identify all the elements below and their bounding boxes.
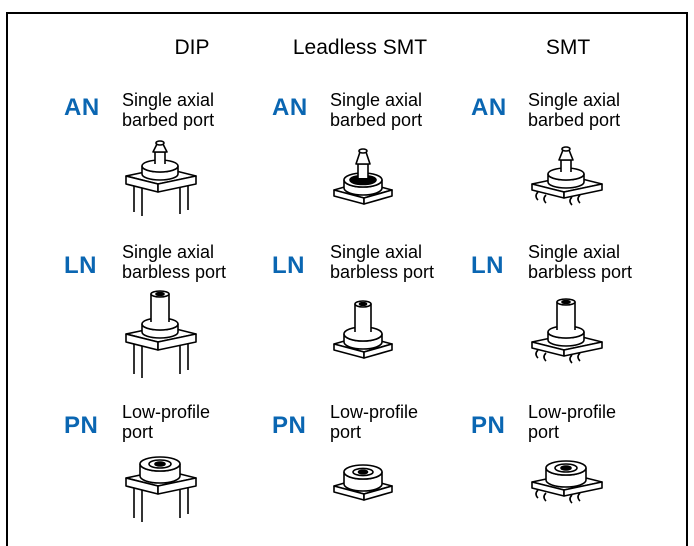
label-pn-smt: Low-profile port [528, 402, 616, 442]
smt-low-profile-sensor-icon [531, 460, 603, 504]
label-line1: Low-profile [330, 402, 419, 422]
label-line1: Single axial [528, 242, 621, 262]
code-ln-smt: LN [471, 252, 504, 279]
code-an-dip: AN [64, 94, 100, 121]
column-header-smt: SMT [545, 36, 591, 59]
code-ln-leadless: LN [272, 252, 305, 279]
code-ln-dip: LN [64, 252, 97, 279]
label-line1: Single axial [330, 90, 423, 110]
smt-barbless-sensor-icon [531, 298, 603, 364]
label-an-smt: Single axial barbed port [528, 90, 620, 130]
frame-top-border [6, 12, 687, 14]
code-pn-leadless: PN [272, 412, 307, 439]
code-pn-smt: PN [471, 412, 506, 439]
label-line2: barbless port [330, 262, 435, 282]
label-line2: barbless port [122, 262, 227, 282]
label-ln-smt: Single axial barbless port [528, 242, 632, 282]
frame-right-border [686, 12, 688, 546]
label-line2: barbed port [122, 110, 215, 130]
column-header-dip: DIP [174, 36, 210, 59]
label-an-dip: Single axial barbed port [122, 90, 214, 130]
leadless-barbed-sensor-icon [333, 148, 393, 205]
label-line2: barbed port [528, 110, 621, 130]
label-an-leadless: Single axial barbed port [330, 90, 422, 130]
label-pn-leadless: Low-profile port [330, 402, 418, 442]
label-line1: Low-profile [528, 402, 617, 422]
leadless-low-profile-sensor-icon [333, 464, 393, 501]
label-line1: Low-profile [122, 402, 211, 422]
code-an-leadless: AN [272, 94, 308, 121]
label-line2: barbed port [330, 110, 423, 130]
dip-barbless-sensor-icon [125, 290, 197, 378]
label-ln-leadless: Single axial barbless port [330, 242, 434, 282]
label-line1: Single axial [122, 242, 215, 262]
smt-barbed-sensor-icon [531, 146, 603, 206]
label-line2: port [122, 422, 154, 442]
label-line1: Single axial [528, 90, 621, 110]
code-an-smt: AN [471, 94, 507, 121]
frame-left-border [6, 12, 8, 546]
label-line2: barbless port [528, 262, 633, 282]
label-ln-dip: Single axial barbless port [122, 242, 226, 282]
label-line1: Single axial [122, 90, 215, 110]
dip-barbed-sensor-icon [125, 140, 197, 216]
code-pn-dip: PN [64, 412, 99, 439]
label-pn-dip: Low-profile port [122, 402, 210, 442]
column-header-leadless-smt: Leadless SMT [292, 36, 428, 59]
dip-low-profile-sensor-icon [125, 456, 197, 522]
label-line2: port [330, 422, 362, 442]
label-line1: Single axial [330, 242, 423, 262]
leadless-barbless-sensor-icon [333, 300, 393, 359]
label-line2: port [528, 422, 560, 442]
